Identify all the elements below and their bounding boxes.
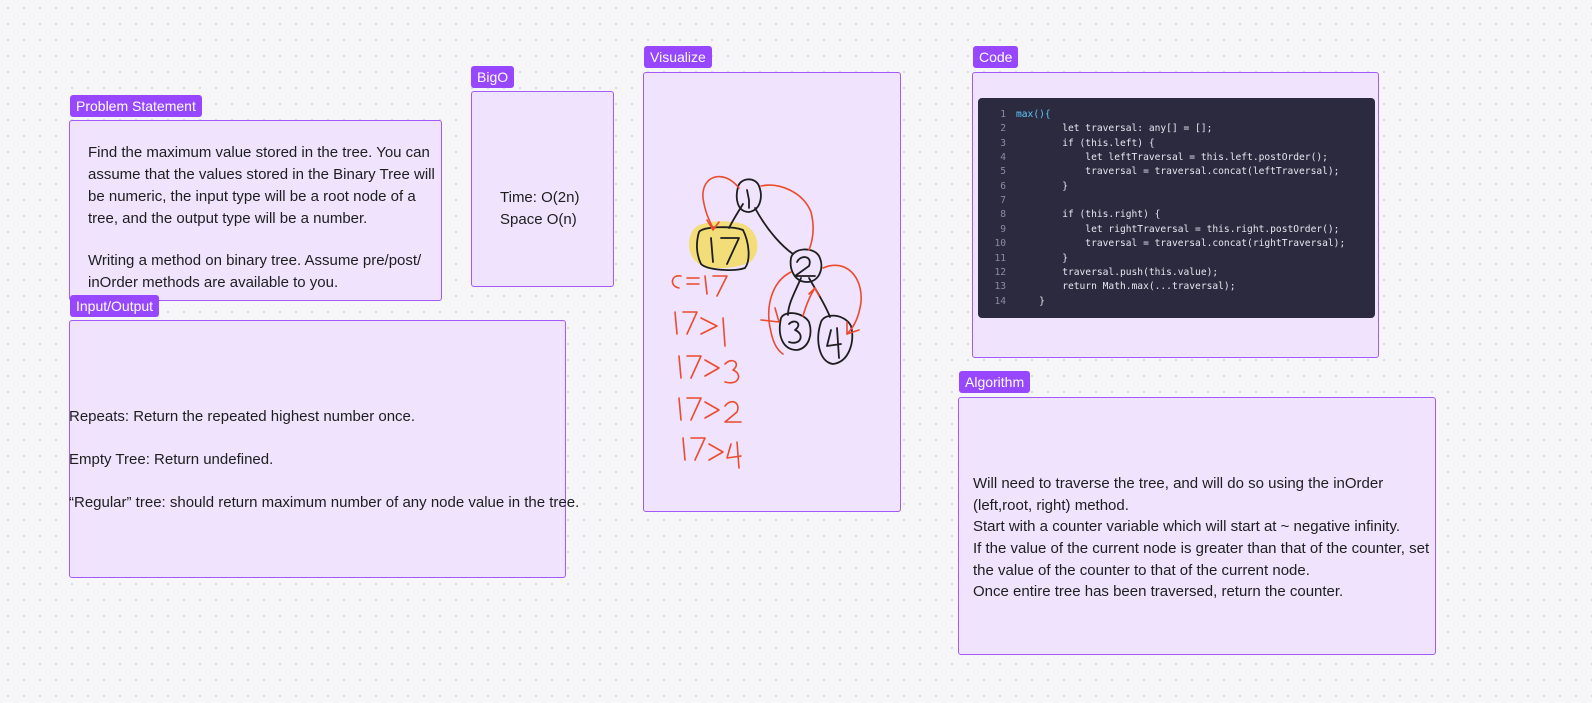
algorithm-step-4: Once entire tree has been traversed, ret… (973, 583, 1344, 600)
arrow-loop-right-head (846, 321, 860, 335)
edge-root-right (754, 207, 794, 255)
algorithm-step-3: If the value of the current node is grea… (973, 540, 1434, 579)
code-line-number: 6 (1000, 180, 1006, 192)
arrow-top-right (760, 184, 814, 251)
digit-right-child (826, 327, 842, 359)
edge-right-left (787, 277, 802, 316)
arrow-loop-right (822, 264, 862, 335)
code-line-number: 11 (994, 252, 1006, 264)
node-circle-right (789, 248, 823, 283)
cmp-17gt3 (678, 355, 740, 384)
code-block[interactable]: 1 max(){ 2 let traversal: any[] = []; 3 if … (978, 98, 1375, 318)
digit-left (710, 237, 740, 265)
algorithm-section[interactable] (958, 397, 1436, 655)
node-circle-root (735, 178, 762, 213)
bigo-time: Time: O(2n) (500, 189, 580, 206)
code-line-text: let rightTraversal = this.right.postOrde… (1016, 223, 1340, 235)
cmp-17gt1 (674, 311, 726, 347)
input-output-tag[interactable]: Input/Output (70, 295, 160, 317)
code-line-text: let leftTraversal = this.left.postOrder(… (1016, 152, 1328, 164)
bigo-tag[interactable]: BigO (471, 66, 515, 88)
code-line-text: if (this.right) { (1016, 209, 1161, 221)
node-box-left (696, 226, 750, 271)
cmp-17gt2 (678, 397, 742, 423)
arrow-loop-left-head (760, 307, 780, 323)
arrow-top-left-head (706, 219, 720, 231)
code-line-number: 12 (994, 266, 1006, 278)
code-line-number: 1 (1000, 109, 1006, 120)
bigo-section[interactable] (471, 91, 614, 287)
edge-right-right (808, 277, 831, 318)
visualize-tag[interactable]: Visualize (644, 46, 712, 68)
code-line-text: max(){ (1016, 109, 1051, 120)
code-line-number: 3 (1000, 137, 1006, 149)
code-line-number: 4 (1000, 152, 1006, 164)
problem-statement-section[interactable] (69, 120, 442, 301)
io-empty-tree: Empty Tree: Return undefined. (69, 451, 274, 468)
code-line-text: traversal = traversal.concat(rightTraver… (1016, 238, 1346, 250)
code-line-number: 8 (1000, 209, 1006, 221)
code-line-text: } (1016, 180, 1068, 192)
code-line-number: 9 (1000, 223, 1006, 235)
visualize-section[interactable] (643, 72, 901, 512)
node-circle-left-child (778, 312, 812, 351)
code-line-text: } (1016, 295, 1045, 307)
digit-root (746, 189, 750, 209)
code-line-number: 5 (1000, 166, 1006, 178)
algorithm-tag[interactable]: Algorithm (959, 371, 1031, 393)
code-line-number: 10 (994, 238, 1006, 250)
cmp-17gt4 (682, 437, 742, 469)
code-line-number: 2 (1000, 123, 1006, 135)
code-tag[interactable]: Code (973, 46, 1019, 68)
edge-root-left (728, 203, 744, 229)
code-line-number: 13 (994, 281, 1006, 293)
code-line-number: 7 (1000, 195, 1006, 207)
input-output-section[interactable] (69, 320, 566, 578)
algorithm-step-1: Will need to traverse the tree, and will… (973, 475, 1388, 514)
problem-statement-tag[interactable]: Problem Statement (70, 95, 202, 117)
io-regular-tree: “Regular” tree: should return maximum nu… (69, 494, 580, 511)
code-line-text: if (this.left) { (1016, 137, 1155, 149)
arrow-top-left (702, 175, 740, 229)
code-line-text: return Math.max(...traversal); (1016, 281, 1236, 293)
code-line-text: } (1016, 252, 1068, 264)
digit-left-child (788, 320, 802, 344)
problem-statement-text: Find the maximum value stored in the tre… (88, 144, 435, 227)
io-repeats: Repeats: Return the repeated highest num… (69, 408, 416, 425)
code-line-text: traversal = traversal.concat(leftTravers… (1016, 166, 1340, 178)
arrow-loop-left (768, 271, 792, 355)
bigo-space: Space O(n) (500, 211, 577, 228)
cmp-c17 (671, 275, 728, 297)
digit-right (794, 256, 816, 277)
node-circle-right-child (817, 314, 854, 365)
highlight-mark (689, 221, 758, 268)
code-line-text: let traversal: any[] = []; (1016, 123, 1213, 135)
tree-sketch (671, 175, 862, 469)
arrow-up (802, 287, 820, 317)
problem-statement-note: Writing a method on binary tree. Assume … (88, 252, 426, 291)
code-line-text: traversal.push(this.value); (1016, 266, 1219, 278)
code-line-number: 14 (994, 295, 1006, 307)
algorithm-step-2: Start with a counter variable which will… (973, 518, 1401, 535)
